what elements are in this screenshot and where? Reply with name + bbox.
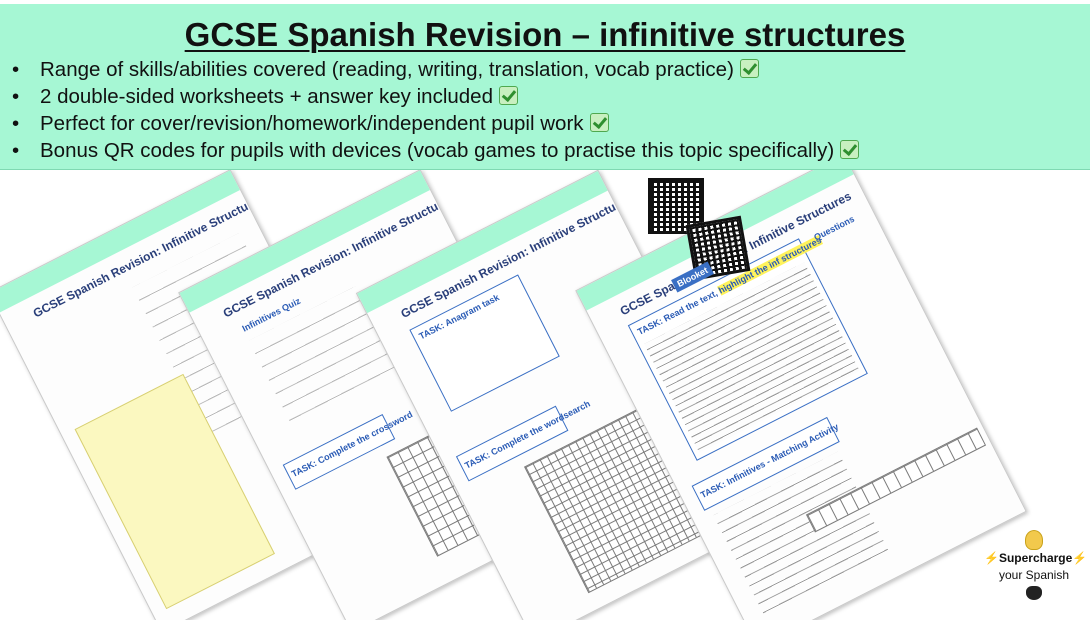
bullet-icon: • (12, 112, 20, 135)
check-mark-icon (589, 113, 609, 132)
feature-text: Range of skills/abilities covered (readi… (40, 58, 734, 81)
feature-item: • Range of skills/abilities covered (read… (12, 56, 859, 83)
logo-line-2: your Spanish (998, 568, 1070, 582)
check-mark-icon (498, 86, 518, 105)
bullet-icon: • (12, 58, 20, 81)
feature-text: Bonus QR codes for pupils with devices (… (40, 139, 835, 162)
lightning-bolt-icon: ⚡ (1072, 551, 1088, 565)
feature-text: 2 double-sided worksheets + answer key i… (40, 85, 493, 108)
feature-item: • Perfect for cover/revision/homework/ind… (12, 110, 859, 137)
bullet-icon: • (12, 139, 20, 162)
feature-text: Perfect for cover/revision/homework/inde… (40, 112, 584, 135)
logo-line-1: ⚡Supercharge⚡ (984, 551, 1088, 565)
brand-logo: ⚡Supercharge⚡ your Spanish (984, 530, 1088, 600)
page-title: GCSE Spanish Revision – infinitive struc… (184, 16, 906, 53)
cat-icon (1026, 586, 1042, 600)
feature-item: • Bonus QR codes for pupils with devices … (12, 137, 860, 164)
feature-item: • 2 double-sided worksheets + answer key … (12, 83, 859, 110)
feature-list: • Range of skills/abilities covered (read… (12, 56, 860, 164)
lightning-bolt-icon: ⚡ (984, 551, 999, 565)
check-mark-icon (739, 59, 759, 78)
bullet-icon: • (12, 85, 20, 108)
check-mark-icon (840, 140, 860, 159)
qr-code-icon (648, 178, 704, 234)
lightbulb-icon (1025, 530, 1043, 550)
worksheet-collage: GCSE Spanish Revision: Infinitive Struct… (0, 170, 1090, 620)
header-banner: GCSE Spanish Revision – infinitive struc… (0, 4, 1090, 170)
